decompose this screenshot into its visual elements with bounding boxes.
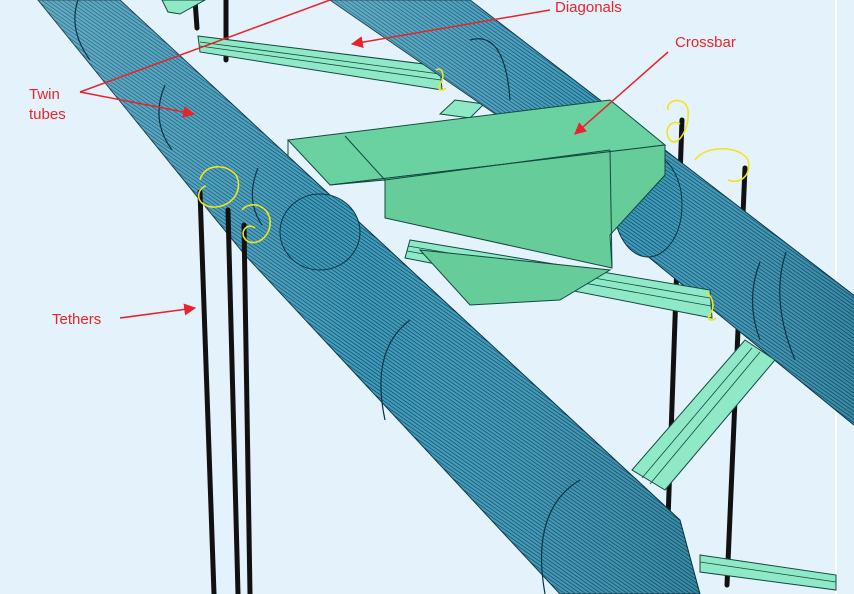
arrow-diagonals	[350, 9, 551, 49]
diagonal-bottom-right	[631, 339, 776, 491]
diagonal-bottom-edge	[699, 554, 837, 591]
diagonal-top-left	[161, 0, 207, 15]
weld-markers	[197, 68, 750, 321]
diagonal-upper	[197, 35, 486, 119]
tether-front-3	[241, 222, 253, 594]
weld-marker	[197, 166, 240, 208]
label-twin-tubes-line1: Twin	[29, 86, 60, 103]
label-twin-tubes-line2: tubes	[29, 106, 66, 123]
label-diagonals: Diagonals	[555, 0, 622, 16]
arrow-tethers	[119, 303, 197, 319]
label-tethers: Tethers	[52, 311, 101, 328]
twin-tube-left	[37, 0, 701, 594]
diagonal-lower	[404, 239, 713, 319]
arrow-crossbar	[574, 51, 669, 135]
crossbar	[286, 99, 667, 269]
weld-marker	[435, 68, 447, 91]
weld-marker	[694, 148, 750, 182]
annotations: Diagonals Crossbar Twin tubes Tethers	[29, 0, 736, 328]
arrow-twin-tubes-lower	[79, 91, 196, 118]
front-tethers	[197, 189, 253, 594]
weld-marker	[705, 291, 717, 321]
weld-marker	[241, 204, 271, 244]
arrow-twin-tubes-upper	[79, 0, 331, 93]
label-crossbar: Crossbar	[675, 34, 736, 51]
tether-front-1	[197, 189, 217, 594]
weld-marker	[666, 99, 689, 143]
tether-front-2	[225, 207, 241, 594]
